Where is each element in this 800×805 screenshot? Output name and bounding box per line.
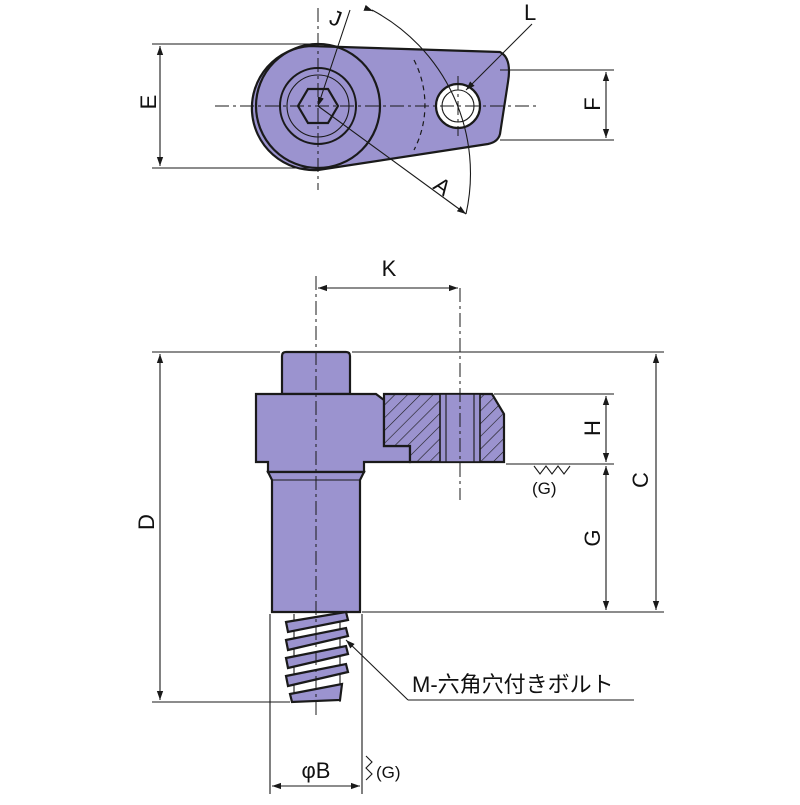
side-view: K H G C D (G) φB (G)	[134, 256, 664, 794]
dim-B-label: φB	[302, 758, 331, 783]
side-view-bolt-head	[280, 350, 352, 396]
dim-E-label: E	[136, 95, 161, 110]
dim-G-label: G	[580, 529, 605, 546]
dim-F-label: F	[580, 97, 605, 110]
surface-finish-symbol-2	[365, 755, 373, 781]
dim-L-leader	[465, 23, 533, 91]
dim-A-line	[317, 105, 467, 215]
thread-coils	[284, 610, 350, 704]
dim-A-label: A	[429, 172, 456, 201]
dim-L-label: L	[524, 0, 536, 25]
dim-J-line	[317, 9, 351, 107]
side-view-arm	[254, 392, 412, 474]
swing-arc-arrow-top	[363, 4, 374, 12]
bolt-callout-leader	[345, 639, 409, 701]
dim-D-label: D	[134, 514, 159, 530]
dim-H-label: H	[580, 420, 605, 436]
dim-J-label: J	[326, 5, 345, 32]
side-view-shank	[266, 470, 366, 614]
top-view-hidden-arc	[413, 59, 426, 151]
surface-finish-label-1: (G)	[532, 479, 557, 498]
top-view: A J L E F	[136, 0, 614, 215]
swing-arc	[371, 9, 472, 215]
dim-C-label: C	[628, 472, 653, 488]
surface-finish-symbol-1	[533, 465, 571, 475]
surface-finish-label-2: (G)	[376, 763, 401, 782]
bolt-callout-label: M-六角穴付きボルト	[412, 672, 614, 697]
dim-K-label: K	[382, 256, 397, 281]
